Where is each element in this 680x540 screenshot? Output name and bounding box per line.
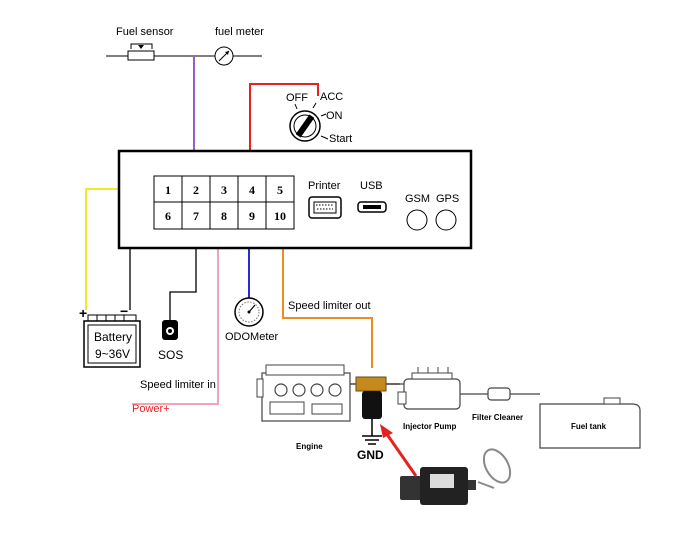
speed-limiter-valve: GND — [350, 376, 400, 462]
battery-voltage-label: 9~36V — [95, 347, 130, 361]
pin-connector: 1 2 3 4 5 6 7 8 9 10 — [153, 175, 295, 230]
battery: + − Battery 9~36V — [79, 303, 141, 368]
pin-9: 9 — [249, 209, 255, 223]
sos-label: SOS — [158, 348, 183, 362]
pointer-arrow-icon — [380, 424, 418, 477]
fuel-tank-label: Fuel tank — [571, 422, 607, 431]
wire-pin10-speed-limiter-out — [282, 226, 373, 368]
ignition-acc-label: ACC — [320, 91, 343, 103]
speed-limiter-module-icon — [400, 448, 512, 505]
valve-solenoid-icon — [362, 391, 382, 419]
usb-port-icon — [357, 201, 387, 213]
pin-6: 6 — [165, 209, 171, 223]
battery-minus-label: − — [120, 303, 128, 319]
pin-5: 5 — [277, 183, 283, 197]
fuel-sensor-label: Fuel sensor — [116, 26, 174, 38]
speed-limiter-in-label: Speed limiter in — [140, 379, 216, 391]
printer-label: Printer — [308, 180, 341, 192]
sos-button: SOS — [158, 320, 183, 362]
ignition-start-label: Start — [329, 133, 352, 145]
wire-pin8-speed-limiter-in — [132, 226, 219, 405]
ignition-switch: OFF ACC ON Start — [286, 91, 352, 145]
pin-2: 2 — [193, 183, 199, 197]
fuel-meter-label: fuel meter — [215, 26, 264, 38]
battery-plus-label: + — [79, 305, 87, 321]
valve-fitting-icon — [355, 376, 387, 392]
wire-pin7-sos — [169, 224, 197, 320]
pin-3: 3 — [221, 183, 227, 197]
fuel-sensor-resistor — [127, 50, 155, 61]
gnd-label: GND — [357, 448, 384, 462]
power-plus-label: Power+ — [132, 403, 170, 415]
usb-label: USB — [360, 180, 383, 192]
pin-1: 1 — [165, 183, 171, 197]
gsm-antenna-port-icon — [406, 209, 428, 231]
wire-pin4-acc — [249, 83, 319, 183]
filter-cleaner-label: Filter Cleaner — [472, 413, 523, 422]
ignition-off-label: OFF — [286, 92, 308, 104]
printer-port-icon — [308, 196, 342, 219]
injector-pump-label: Injector Pump — [403, 422, 456, 431]
odometer-label: ODOMeter — [225, 331, 279, 343]
gps-antenna-port-icon — [435, 209, 457, 231]
tracker-device: 1 2 3 4 5 6 7 8 9 10 Printer USB GSM GPS — [117, 149, 473, 250]
pin-4: 4 — [249, 183, 255, 197]
pin-10: 10 — [274, 209, 286, 223]
gsm-label: GSM — [405, 193, 430, 205]
engine-icon — [256, 364, 351, 422]
filter-cleaner-icon — [460, 387, 540, 401]
speed-limiter-out-label: Speed limiter out — [288, 300, 371, 312]
pin-8: 8 — [221, 209, 227, 223]
battery-label: Battery — [94, 330, 132, 344]
ignition-on-label: ON — [326, 110, 343, 122]
engine-label: Engine — [296, 442, 323, 451]
fuel-sensor-circuit: Fuel sensor fuel meter — [106, 26, 264, 66]
battery-body — [83, 320, 141, 368]
odometer: ODOMeter — [225, 297, 279, 343]
pin-7: 7 — [193, 209, 199, 223]
injector-pump-icon — [386, 367, 461, 410]
gps-label: GPS — [436, 193, 459, 205]
fuel-tank-icon — [539, 397, 641, 449]
